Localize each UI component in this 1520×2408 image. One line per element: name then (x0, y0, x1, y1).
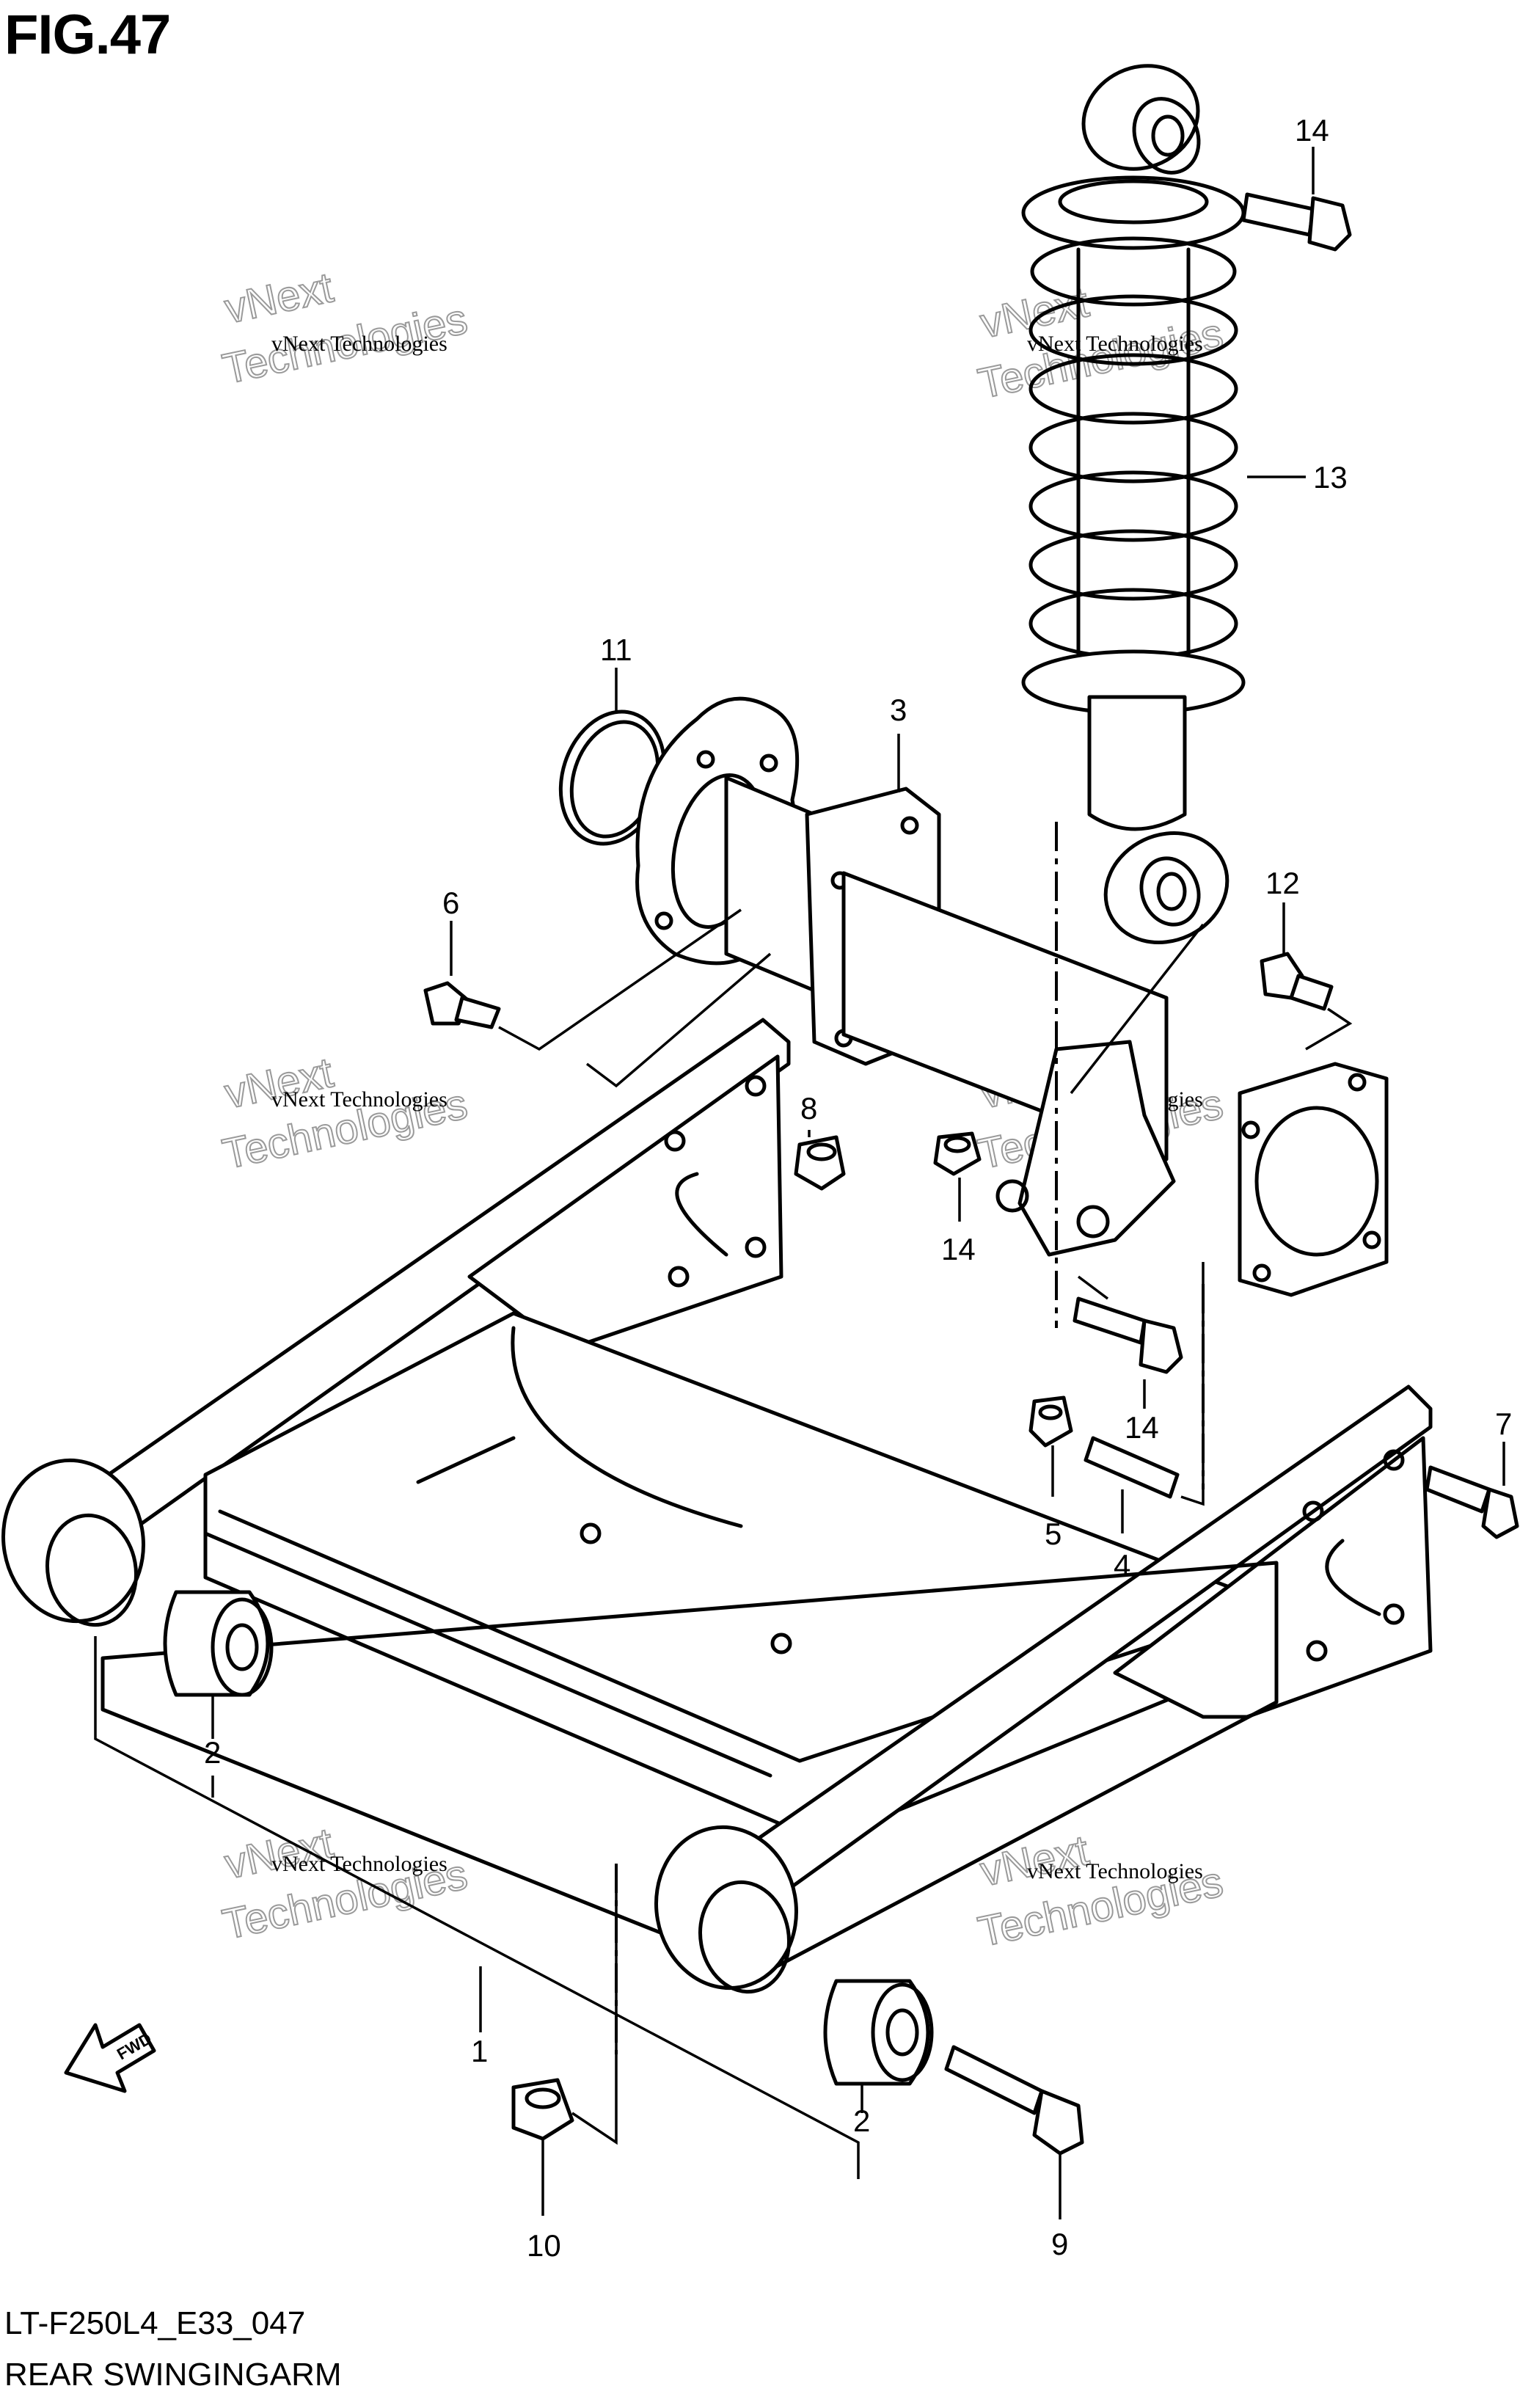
bolt-12 (1260, 952, 1334, 1011)
figure-title: FIG.47 (4, 4, 171, 66)
callout-4: 4 (1114, 1548, 1130, 1583)
callout-9: 9 (1051, 2227, 1068, 2261)
bushing-right (823, 1979, 934, 2086)
watermark-small: vNext Technologies (271, 332, 447, 356)
rear-shock-absorber (1021, 64, 1246, 944)
watermark-top: vNext (221, 263, 337, 332)
bolt-7 (1425, 1465, 1519, 1539)
fwd-arrow: FWD (64, 2023, 156, 2093)
callout-14-top: 14 (1295, 113, 1329, 147)
callout-10: 10 (527, 2228, 561, 2263)
callout-3: 3 (890, 693, 907, 727)
leader-lines (94, 147, 1505, 2219)
watermark: vNext Technologies (218, 263, 472, 394)
nut-8 (794, 1135, 846, 1191)
callout-8: 8 (800, 1091, 817, 1125)
fasteners (423, 192, 1519, 2156)
callout-11: 11 (600, 632, 632, 667)
callout-14-lower: 14 (1125, 1410, 1159, 1445)
nut-10 (511, 2078, 574, 2141)
figure-name: REAR SWINGINGARM (4, 2357, 342, 2393)
callout-2-left: 2 (204, 1735, 221, 1770)
callout-7: 7 (1495, 1407, 1512, 1441)
bolt-14-lower (1073, 1296, 1183, 1374)
bolt-9 (944, 2045, 1084, 2156)
nut-5 (1028, 1395, 1073, 1448)
callout-15: 14 (941, 1232, 976, 1266)
callouts: 14 13 11 3 6 12 8 14 14 5 4 7 2 1 2 9 10 (204, 113, 1512, 2263)
callout-5: 5 (1045, 1517, 1062, 1551)
figure-code: LT-F250L4_E33_047 (4, 2305, 306, 2341)
callout-12: 12 (1265, 866, 1300, 900)
callout-1: 1 (471, 2034, 488, 2068)
watermark-small: vNext Technologies (271, 1852, 447, 1876)
watermark-small: vNext Technologies (1027, 1859, 1203, 1883)
bolt-6 (423, 981, 501, 1029)
axle-housing (635, 696, 1389, 1297)
swingarm-frame (1, 1018, 1433, 2086)
callout-2-right: 2 (853, 2104, 870, 2138)
bolt-4 (1084, 1436, 1180, 1499)
callout-6: 6 (442, 886, 459, 920)
watermark-small: vNext Technologies (271, 1087, 447, 1112)
nut-15 (933, 1131, 982, 1176)
bolt-14-top (1241, 192, 1352, 252)
bushing-left (163, 1590, 274, 1697)
callout-13: 13 (1313, 460, 1348, 495)
